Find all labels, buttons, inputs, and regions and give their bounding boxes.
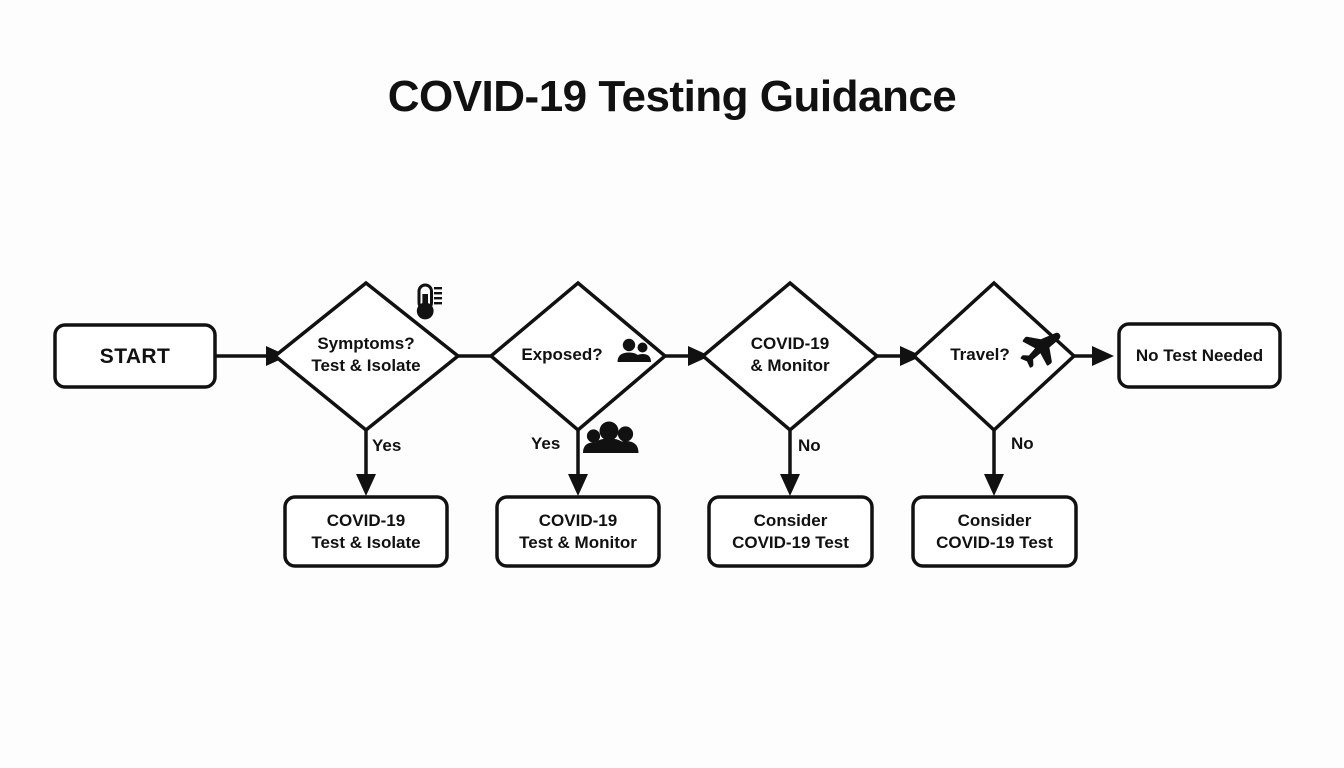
thermometer-icon [416,283,442,320]
people-icon [617,338,651,362]
node-covid-monitor[interactable] [700,280,880,433]
node-no-test-needed[interactable] [1117,322,1282,389]
edge-label-yes-symptoms: Yes [372,436,402,455]
edge-label-no-travel: No [1011,434,1034,453]
node-result-consider-1[interactable] [707,495,874,568]
airplane-icon [1020,332,1061,368]
arrowhead-covidmonitor-result [780,474,800,496]
edge-label-yes-exposed: Yes [531,434,561,453]
people-group-icon [583,421,639,453]
node-symptoms[interactable] [272,280,461,433]
edge-label-no-covid-monitor: No [798,436,821,455]
node-exposed[interactable] [488,280,668,433]
arrowhead-symptoms-result [356,474,376,496]
arrowhead-travel-notest [1092,346,1114,366]
node-result-test-isolate[interactable] [283,495,449,568]
arrowhead-covidmonitor-travel [900,346,922,366]
node-travel[interactable] [911,280,1077,433]
node-start[interactable] [53,323,217,389]
page-title: COVID-19 Testing Guidance [387,72,957,121]
node-result-consider-2[interactable] [911,495,1078,568]
node-result-test-monitor[interactable] [495,495,661,568]
arrowhead-exposed-covidmonitor [688,346,710,366]
arrowhead-travel-result [984,474,1004,496]
arrowhead-exposed-result [568,474,588,496]
